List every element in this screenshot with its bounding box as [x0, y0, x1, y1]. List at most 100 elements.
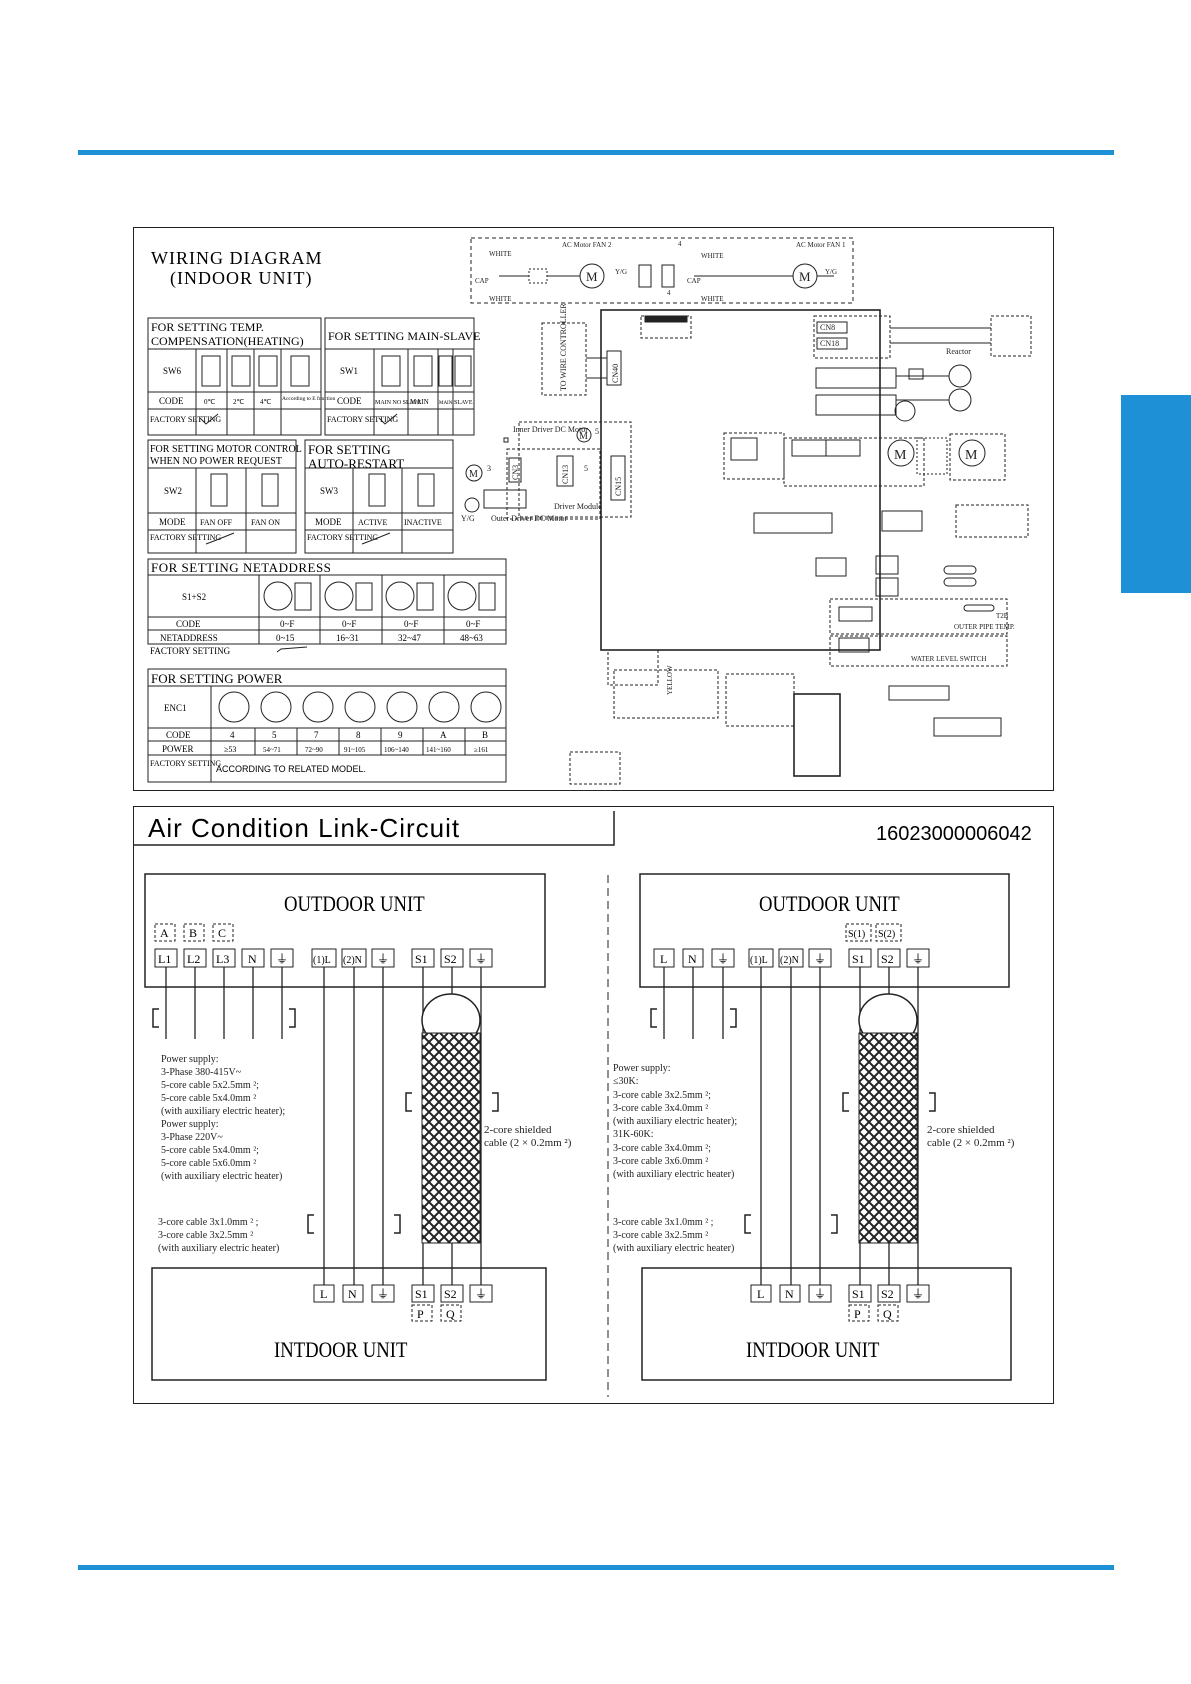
auto-restart-mode-label: MODE	[315, 517, 342, 527]
netaddress-code-3: 0~F	[466, 619, 480, 629]
temp-comp-code-0: 0℃	[204, 398, 216, 406]
wiring-title: WIRING DIAGRAM	[151, 248, 322, 268]
left-indoor-box	[151, 1267, 547, 1381]
indoor-terminal-ground-icon: ⏚	[814, 1287, 826, 1301]
yg-label: Y/G	[461, 514, 475, 523]
power-code-0: 4	[230, 730, 235, 740]
terminal-l2: L2	[187, 952, 200, 966]
wiring-diagram-panel: WIRING DIAGRAM (INDOOR UNIT) FOR SETTING…	[133, 227, 1054, 791]
motor-icon	[576, 427, 592, 443]
motor-m-label: M	[799, 269, 811, 284]
terminal-l3: L3	[216, 952, 229, 966]
temp-comp-title1: FOR SETTING TEMP.	[151, 320, 264, 334]
dip-switch-icon	[258, 355, 278, 387]
dip-switch-icon	[355, 582, 373, 611]
dip-switch-icon	[201, 355, 221, 387]
to-wire-controller-label: TO WIRE CONTROLLER	[559, 303, 568, 391]
right-link: OUTDOOR UNIT S(1) S(2) L N ⏚ (1)L (2)N ⏚…	[613, 873, 1015, 1381]
auto-restart-title1: FOR SETTING	[308, 442, 391, 457]
right-power-text-4: (with auxiliary electric heater);	[613, 1116, 737, 1127]
white-wire-label: WHITE	[489, 295, 512, 303]
dip-switch-icon	[413, 355, 433, 387]
cap-label: CAP	[475, 277, 489, 285]
motor-control-factory-label: FACTORY SETTING	[150, 533, 221, 542]
terminal-ground-icon: ⏚	[475, 952, 487, 966]
main-slave-table: FOR SETTING MAIN-SLAVE SW1 CODE MAIN NO …	[324, 317, 480, 436]
left-power-text-0: Power supply:	[161, 1054, 219, 1065]
right-power-text-2: 3-core cable 3x2.5mm ²;	[613, 1090, 711, 1101]
right-outdoor-label: OUTDOOR UNIT	[759, 893, 900, 917]
indoor-terminal-ground-icon: ⏚	[912, 1287, 924, 1301]
t2b-label: T2B	[996, 612, 1009, 620]
right-core-text-2: (with auxiliary electric heater)	[613, 1243, 734, 1254]
right-indoor-box	[641, 1267, 1012, 1381]
indoor-terminal-l: L	[320, 1287, 327, 1301]
left-core-text-2: (with auxiliary electric heater)	[158, 1243, 279, 1254]
motor-m-label: M	[469, 469, 478, 480]
motor-m-label: M	[586, 269, 598, 284]
terminal-p: P	[417, 1307, 424, 1321]
terminal-s2: S2	[444, 952, 457, 966]
left-power-text-6: 3-Phase 220V~	[161, 1132, 223, 1143]
left-letter-b: B	[189, 926, 197, 940]
indoor-terminal-s2: S2	[881, 1287, 894, 1301]
power-value-6: ≥161	[474, 746, 489, 754]
driver-module-label: Driver Module	[554, 502, 602, 511]
motor-icon	[948, 364, 972, 388]
motor-control-mode-1: FAN ON	[251, 518, 280, 527]
temp-comp-code-3: According to E function	[282, 395, 336, 402]
right-power-text-5: 31K-60K:	[613, 1129, 654, 1140]
left-indoor-label: INTDOOR UNIT	[274, 1339, 408, 1363]
cap-label: CAP	[687, 277, 701, 285]
left-outdoor-box	[144, 873, 546, 988]
main-slave-code-3: SLAVE	[454, 400, 473, 406]
right-core-text-0: 3-core cable 3x1.0mm ² ;	[613, 1217, 714, 1228]
motor-icon	[465, 464, 483, 482]
rotary-switch-icon	[470, 691, 502, 723]
outer-driver-label: Outer Driver DC Motor	[491, 514, 568, 523]
power-value-3: 91~105	[344, 746, 366, 754]
temp-comp-title2: COMPENSATION(HEATING)	[151, 334, 304, 348]
cn3-label: CN3	[511, 465, 520, 480]
terminal-l: L	[660, 952, 667, 966]
power-code-4: 9	[398, 730, 403, 740]
netaddress-switch: S1+S2	[182, 592, 206, 602]
shielded-cable-icon	[858, 1032, 918, 1244]
temp-comp-code-2: 4℃	[260, 398, 272, 406]
cn18-label: CN18	[820, 339, 839, 348]
right-outdoor-box	[639, 873, 1010, 988]
power-code-label: CODE	[166, 730, 191, 740]
terminal-1l: (1)L	[750, 955, 768, 966]
top-rule	[78, 150, 1114, 155]
main-slave-factory-label: FACTORY SETTING	[327, 415, 398, 424]
wire-count-label: 4	[667, 289, 671, 297]
dip-switch-icon	[381, 355, 401, 387]
motor-control-mode-label: MODE	[159, 517, 186, 527]
motor-control-title1: FOR SETTING MOTOR CONTROL	[150, 444, 302, 455]
right-shielded-0: 2-core shielded	[927, 1124, 995, 1136]
dip-switch-icon	[290, 355, 310, 387]
rotary-switch-icon	[344, 691, 376, 723]
terminal-ground-icon: ⏚	[377, 952, 389, 966]
terminal-q: Q	[883, 1307, 892, 1321]
rotary-switch-icon	[386, 691, 418, 723]
heater-icon	[943, 577, 977, 587]
power-title: FOR SETTING POWER	[151, 671, 283, 686]
main-slave-code-2: MAIN	[439, 401, 453, 406]
indoor-terminal-s1: S1	[415, 1287, 428, 1301]
motor-icon	[894, 400, 916, 422]
temp-comp-code-1: 2℃	[233, 398, 245, 406]
bottom-terminals: YELLOW	[569, 649, 1002, 785]
wiring-diagram: WIRING DIAGRAM (INDOOR UNIT) FOR SETTING…	[147, 237, 1032, 785]
netaddress-title: FOR SETTING NETADDRESS	[151, 560, 331, 575]
link-circuit-diagram: Air Condition Link-Circuit 1602300000604…	[134, 811, 1032, 1397]
temp-comp-factory-label: FACTORY SETTING	[150, 415, 221, 424]
power-factory-text: ACCORDING TO RELATED MODEL.	[216, 764, 366, 774]
dip-switch-icon	[438, 355, 453, 387]
terminal-q: Q	[446, 1307, 455, 1321]
dip-switch-icon	[231, 355, 251, 387]
right-components: M M T2B OUTER PIPE TEMP. WATER LEVEL SWI…	[723, 364, 1029, 667]
terminal-n: N	[248, 952, 257, 966]
cn15-label: CN15	[614, 477, 623, 496]
ac-motors: AC Motor FAN 2 AC Motor FAN 1 WHITE WHIT…	[470, 237, 854, 304]
